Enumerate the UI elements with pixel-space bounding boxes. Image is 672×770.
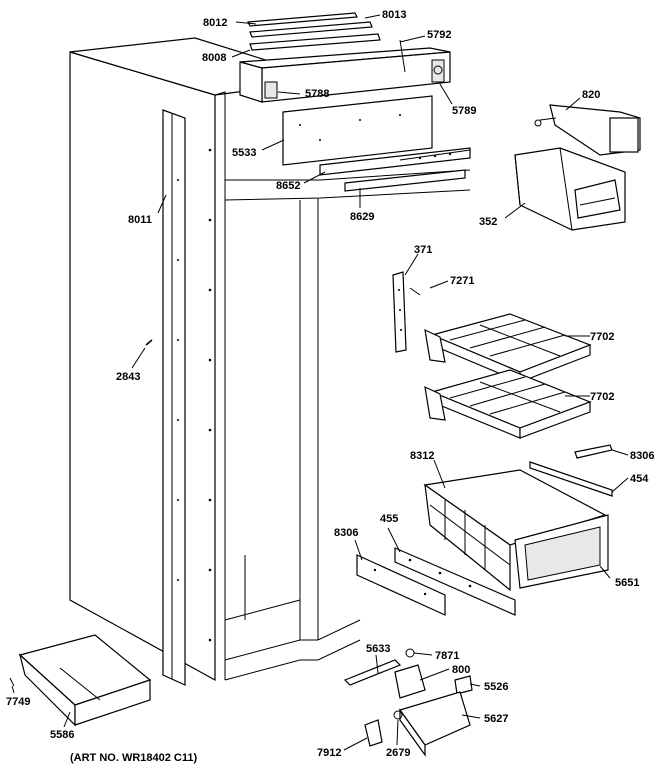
label-5633: 5633 bbox=[366, 643, 390, 655]
screw-2843 bbox=[145, 339, 153, 346]
label-7749: 7749 bbox=[6, 696, 30, 708]
art-number: (ART NO. WR18402 C11) bbox=[70, 752, 197, 764]
rail-454 bbox=[529, 461, 613, 497]
ice-maker-820 bbox=[534, 104, 641, 156]
label-5533: 5533 bbox=[232, 147, 256, 159]
label-7271: 7271 bbox=[450, 275, 474, 287]
label-8008: 8008 bbox=[202, 52, 226, 64]
label-2679: 2679 bbox=[386, 747, 410, 759]
trim-strip-8011 bbox=[162, 109, 186, 686]
light-shield-5533 bbox=[282, 95, 433, 166]
leader-lines bbox=[11, 14, 629, 751]
top-strips bbox=[247, 12, 381, 51]
part-labels: 8012 8013 8008 5792 5788 5789 5533 820 8… bbox=[6, 9, 654, 764]
label-800: 800 bbox=[452, 664, 470, 676]
label-8312: 8312 bbox=[410, 450, 434, 462]
label-5651: 5651 bbox=[615, 577, 639, 589]
label-7702-lower: 7702 bbox=[590, 391, 614, 403]
label-5586: 5586 bbox=[50, 729, 74, 741]
label-8011: 8011 bbox=[128, 214, 152, 226]
label-7702-upper: 7702 bbox=[590, 331, 614, 343]
rail-8306-left bbox=[356, 554, 446, 616]
rail-8306-right bbox=[574, 444, 613, 459]
label-5526: 5526 bbox=[484, 681, 508, 693]
rail-8652 bbox=[319, 147, 471, 176]
label-352: 352 bbox=[479, 216, 497, 228]
label-5792: 5792 bbox=[427, 29, 451, 41]
label-371: 371 bbox=[414, 244, 432, 256]
label-7912: 7912 bbox=[317, 747, 341, 759]
control-housing bbox=[239, 39, 451, 103]
label-454: 454 bbox=[630, 473, 649, 485]
shelf-7702-lower bbox=[424, 369, 592, 439]
label-5788: 5788 bbox=[305, 88, 329, 100]
bracket-8629 bbox=[344, 169, 466, 192]
label-8012: 8012 bbox=[203, 17, 227, 29]
ice-bucket-352 bbox=[514, 147, 626, 231]
cover-5586 bbox=[9, 634, 152, 727]
slide-rail-455 bbox=[394, 547, 516, 616]
drawer-8312 bbox=[423, 469, 609, 592]
label-820: 820 bbox=[582, 89, 600, 101]
label-455: 455 bbox=[380, 513, 398, 525]
label-8306-left: 8306 bbox=[334, 527, 358, 539]
label-5789: 5789 bbox=[452, 105, 476, 117]
label-8306-right: 8306 bbox=[630, 450, 654, 462]
label-8652: 8652 bbox=[276, 180, 300, 192]
label-8629: 8629 bbox=[350, 211, 374, 223]
shelf-support-371 bbox=[392, 271, 421, 353]
bottom-assembly bbox=[343, 648, 473, 757]
label-7871: 7871 bbox=[435, 650, 459, 662]
label-2843: 2843 bbox=[116, 371, 140, 383]
label-5627: 5627 bbox=[484, 713, 508, 725]
label-8013: 8013 bbox=[382, 9, 406, 21]
